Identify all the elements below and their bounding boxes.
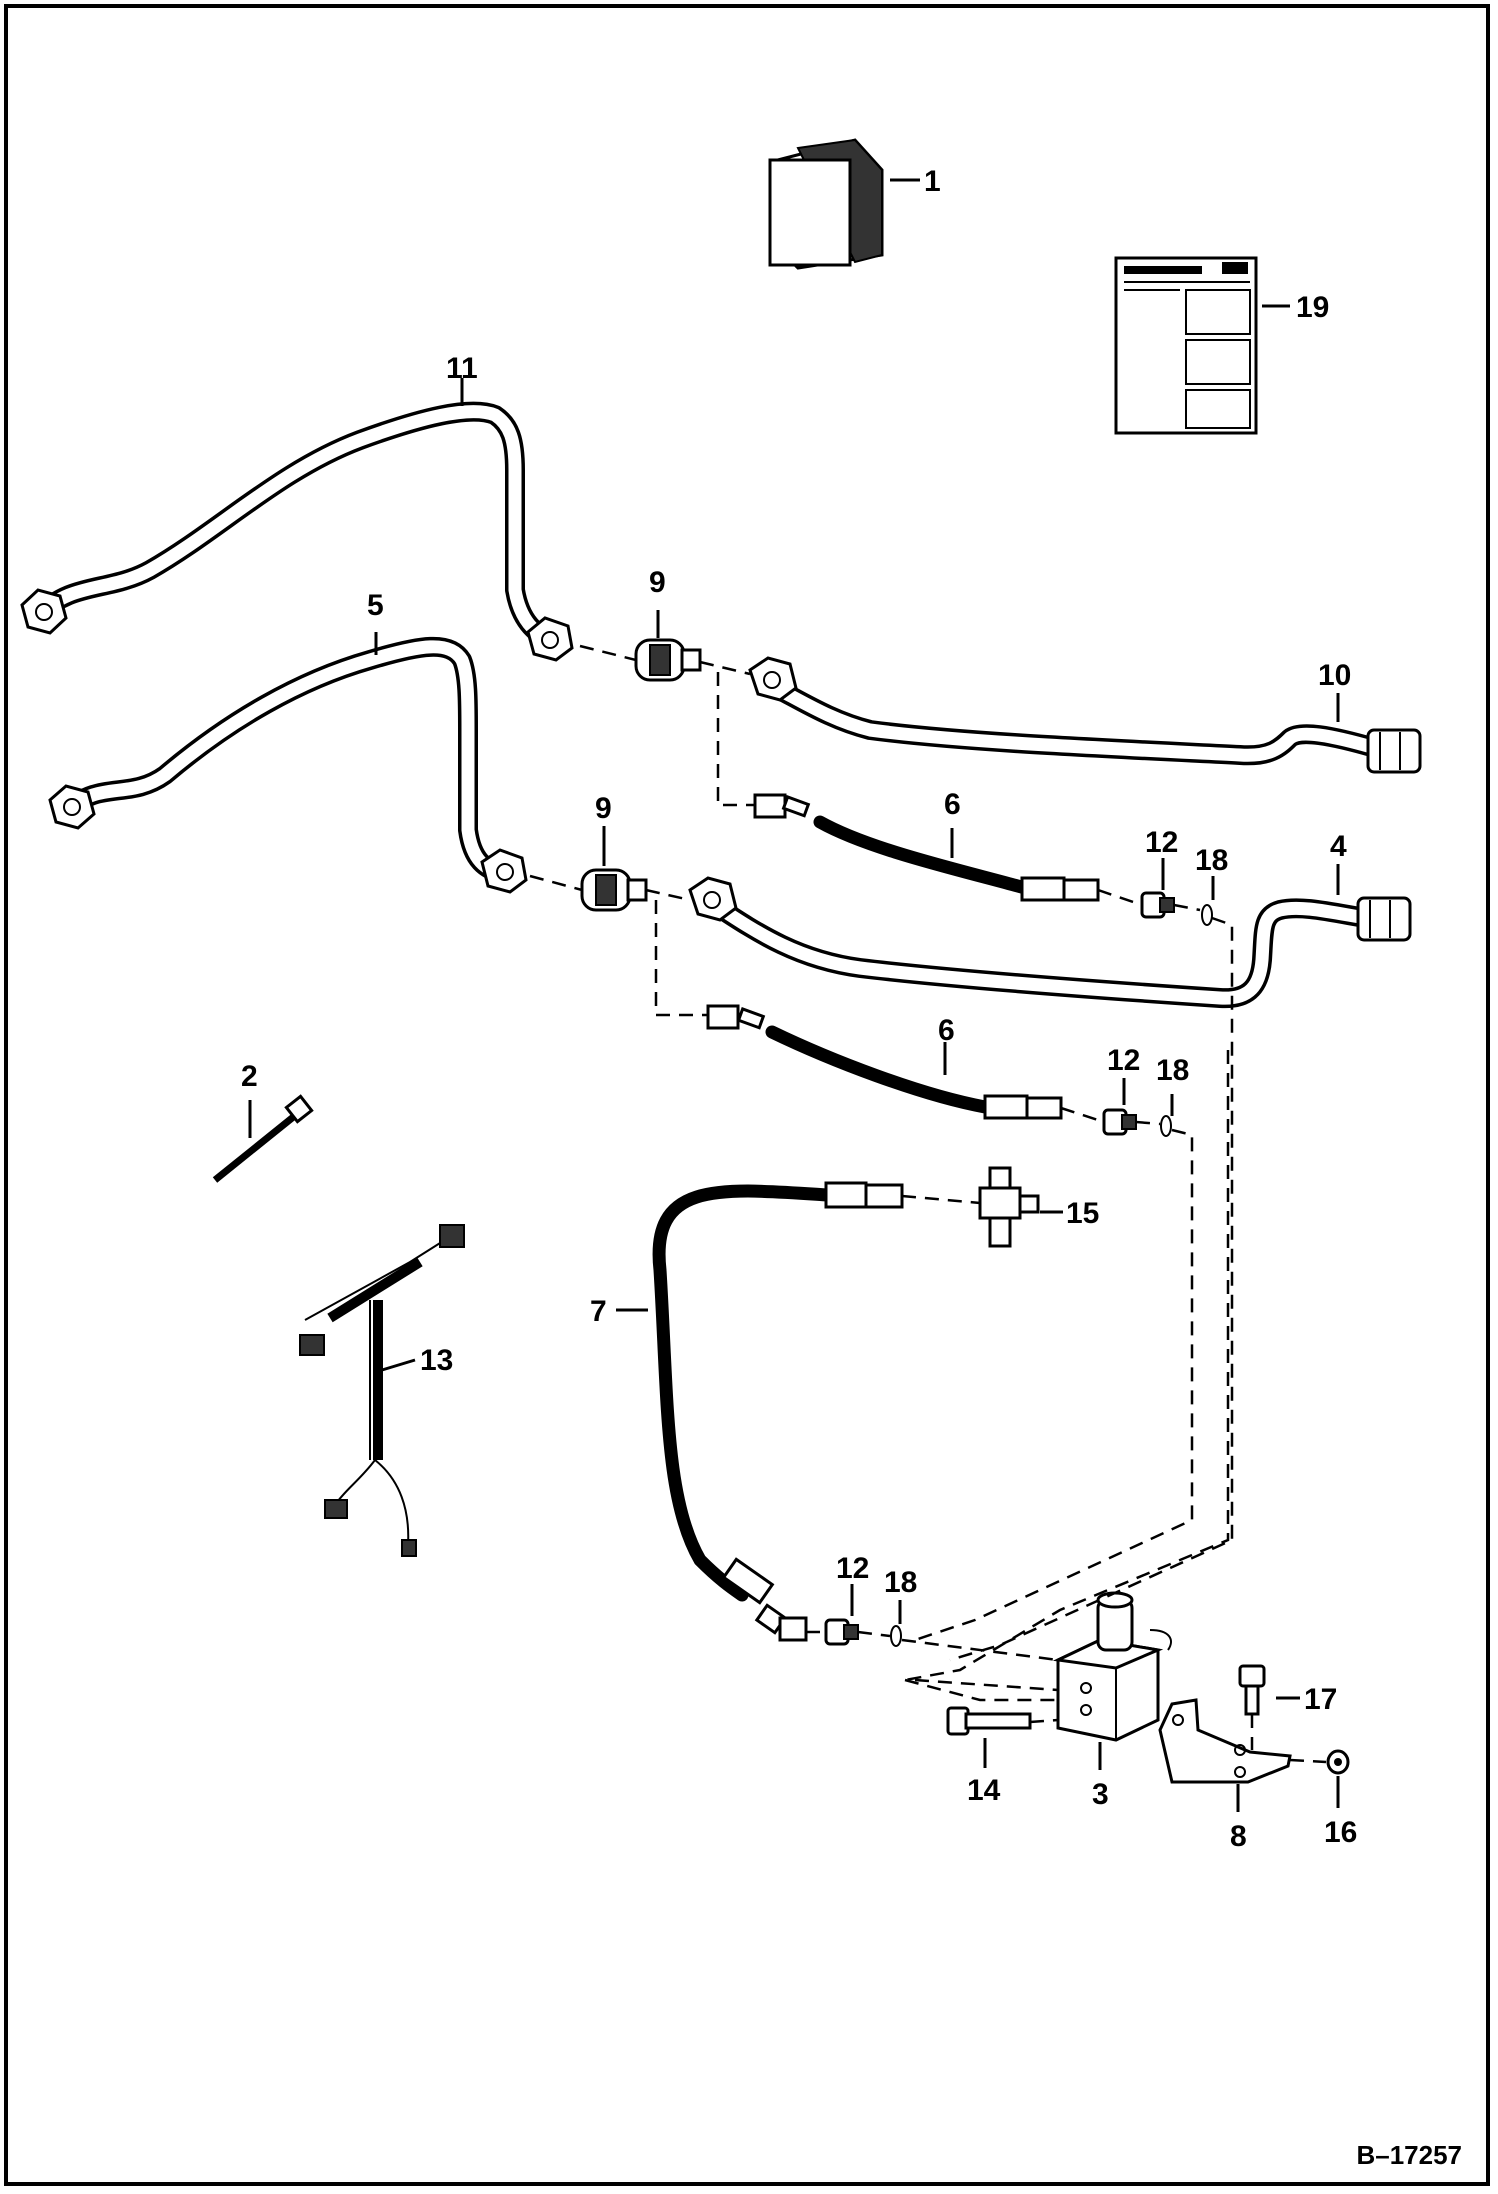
part-9-adapter-lower (580, 868, 648, 912)
document-number: B–17257 (1356, 2140, 1462, 2170)
callout-15: 15 (1066, 1197, 1099, 1230)
part-15-tee-fitting (978, 1166, 1040, 1248)
part-10-steel-tube (748, 656, 1422, 774)
callout-13: 13 (420, 1344, 453, 1377)
callout-6-upper: 6 (944, 788, 961, 821)
callout-5: 5 (367, 589, 384, 622)
part-19-instruction-sheet (1114, 256, 1258, 435)
callout-12-middle: 12 (1107, 1044, 1140, 1077)
leader-lines (248, 178, 1340, 1812)
callout-10: 10 (1318, 659, 1351, 692)
part-16-nut (1326, 1749, 1350, 1775)
part-7-long-hose (652, 1181, 904, 1642)
callout-12-upper: 12 (1145, 826, 1178, 859)
part-5-steel-tube (48, 636, 528, 894)
part-13-wire-harness (299, 1224, 465, 1557)
part-3-valve-body (1052, 1591, 1172, 1742)
part-18-o-ring-upper (1201, 904, 1213, 926)
callout-18-upper: 18 (1195, 844, 1228, 877)
part-12-fitting-lower (824, 1618, 859, 1646)
part-6-hose-lower (706, 1004, 1063, 1120)
callout-2: 2 (241, 1060, 258, 1093)
assembly-dash-lines (529, 644, 1327, 1764)
part-4-steel-tube (688, 876, 1412, 1009)
part-12-fitting-middle (1102, 1108, 1137, 1136)
callout-17: 17 (1304, 1683, 1337, 1716)
part-18-o-ring-middle (1160, 1115, 1172, 1137)
callout-labels: 1 19 11 5 9 10 9 6 12 18 4 2 6 12 18 15 … (241, 165, 1462, 2170)
callout-4: 4 (1330, 830, 1347, 863)
callout-18-middle: 18 (1156, 1054, 1189, 1087)
part-1-decal-box (768, 138, 884, 270)
part-8-bracket (1158, 1698, 1292, 1784)
part-6-hose-upper (753, 793, 1100, 902)
callout-3: 3 (1092, 1778, 1109, 1811)
part-14-bolt (946, 1706, 1032, 1736)
callout-14: 14 (967, 1774, 1001, 1807)
sheet-border (4, 4, 1490, 2186)
callout-1: 1 (924, 165, 941, 198)
part-2-cable-tie (212, 1094, 314, 1183)
callout-12-lower: 12 (836, 1552, 869, 1585)
callout-6-lower: 6 (938, 1014, 955, 1047)
callout-9-lower: 9 (595, 792, 612, 825)
callout-8: 8 (1230, 1820, 1247, 1853)
part-9-adapter-upper (634, 638, 702, 682)
callout-18-lower: 18 (884, 1566, 917, 1599)
callout-9-upper: 9 (649, 566, 666, 599)
part-12-fitting-upper (1140, 891, 1175, 919)
part-17-bolt (1238, 1664, 1266, 1716)
callout-11: 11 (446, 352, 478, 385)
part-18-o-ring-lower (890, 1625, 902, 1647)
callout-7: 7 (590, 1295, 607, 1328)
callout-19: 19 (1296, 291, 1329, 324)
callout-16: 16 (1324, 1816, 1357, 1849)
part-11-steel-tube (20, 401, 574, 662)
